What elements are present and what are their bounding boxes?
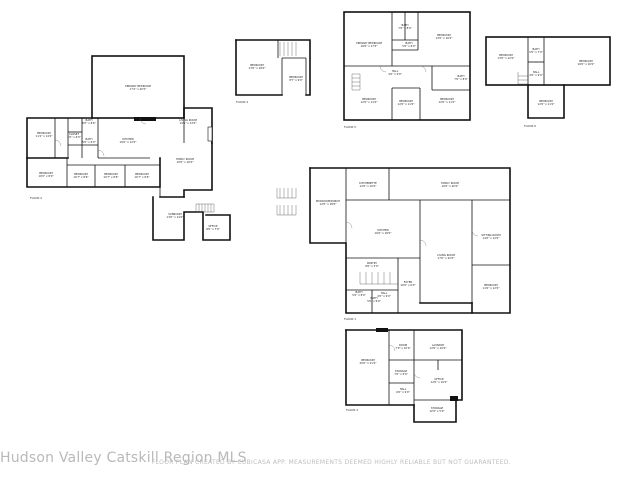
floor-3-label: FLOOR 3 bbox=[346, 408, 358, 412]
cubicasa-disclaimer: FLOOR PLAN CREATED BY CUBICASA APP. MEAS… bbox=[152, 459, 512, 466]
floor-1-label: FLOOR 1 bbox=[344, 317, 356, 321]
floor-4-label: FLOOR 4 bbox=[236, 100, 248, 104]
floor-5-label: FLOOR 5 bbox=[344, 125, 356, 129]
mls-watermark: Hudson Valley Catskill Region MLS bbox=[0, 450, 247, 466]
floor-2-label: FLOOR 2 bbox=[30, 196, 42, 200]
floor-6-label: FLOOR 6 bbox=[524, 124, 536, 128]
